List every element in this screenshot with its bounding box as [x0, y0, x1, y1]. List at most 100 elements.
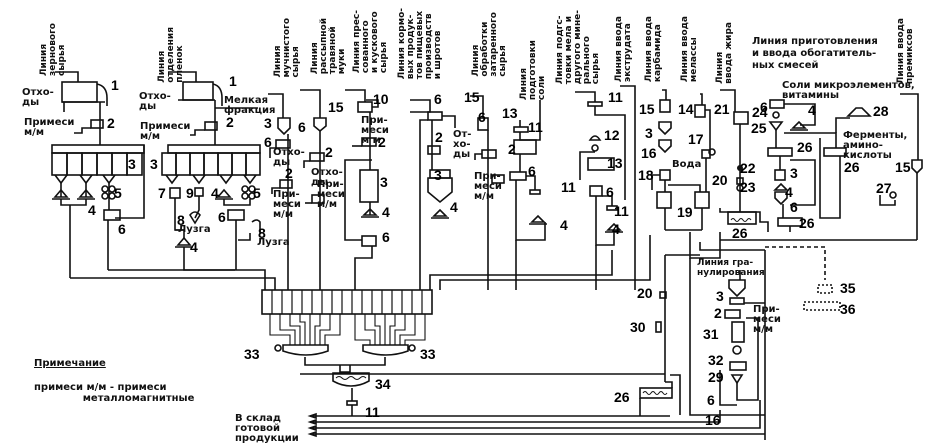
feeder-4f — [431, 208, 449, 219]
cooler-29 — [732, 345, 742, 355]
equip-num-2: 2 — [107, 115, 115, 131]
meter-20 — [736, 177, 744, 185]
label-husk-line: Линия отделения пленок — [157, 27, 185, 83]
dosing-bin-dividers — [271, 290, 423, 314]
equip-num-15b: 15 — [464, 89, 480, 105]
equip-num-6k: 6 — [790, 199, 798, 215]
bin-3i — [728, 279, 746, 298]
dosing-bins — [261, 289, 433, 315]
equip-num-11d: 11 — [614, 203, 629, 219]
press-32 — [731, 321, 745, 343]
equip-num-4f: 4 — [450, 199, 458, 215]
heater-26a — [727, 211, 757, 225]
magnet-2h — [729, 297, 745, 305]
optional-line — [765, 246, 826, 280]
mixer-6j — [769, 99, 785, 109]
equip-num-6b: 6 — [218, 209, 226, 225]
label-fat-line: Линия ввода жира — [715, 22, 734, 84]
equip-num-3c: 3 — [264, 115, 272, 131]
equip-num-6f: 6 — [434, 91, 442, 107]
tank-21 — [733, 111, 749, 125]
filter-30 — [655, 321, 662, 333]
equip-num-2h: 2 — [714, 305, 722, 321]
equip-num-17: 17 — [688, 131, 704, 147]
cyclone-3c — [277, 117, 291, 136]
equip-num-3g: 3 — [645, 125, 653, 141]
label-pressed-line: Линия прес- сованного и кускового сырья — [352, 10, 389, 74]
label-flour-line: Линия мучнистого сырья — [273, 18, 301, 78]
note-text: примеси м/м - примеси металломагнитные — [34, 382, 195, 404]
bins-3a — [51, 152, 143, 185]
bin-3h — [774, 169, 786, 181]
cyclone-15a — [313, 117, 327, 133]
heater-26b — [767, 147, 793, 157]
scale-11e — [346, 400, 358, 406]
annotation-impurities-packed: При- меси м/м — [474, 171, 502, 202]
tank-19b — [694, 191, 710, 209]
annotation-waste-grass: Отхо- ды — [311, 167, 343, 188]
dosing-feed-lines — [269, 314, 426, 345]
equip-num-23: 23 — [740, 179, 756, 195]
equip-num-4c: 4 — [190, 239, 198, 255]
equip-num-6i: 6 — [606, 184, 614, 200]
valve-22 — [737, 165, 743, 171]
dryer-13b — [587, 157, 615, 171]
funnel-25 — [768, 121, 784, 132]
equip-num-8b: 8 — [258, 225, 266, 241]
equip-num-11c: 11 — [608, 89, 623, 105]
equip-num-3: 3 — [128, 156, 136, 172]
label-salt-line: Линия подготовки соли — [519, 40, 547, 101]
impurities-out-a — [74, 127, 91, 134]
annotation-chaff-2: Лузга — [257, 237, 290, 248]
label-food-waste-line: Линия кормо- вых продук- тов пищевых про… — [397, 8, 443, 80]
equip-num-11e: 11 — [365, 404, 380, 420]
magnet-2g — [491, 174, 505, 184]
equip-num-2f: 2 — [435, 129, 443, 145]
equip-num-26c: 26 — [844, 159, 860, 175]
annotation-waste-husk: Отхо- ды — [139, 91, 171, 112]
feeder-4g — [529, 214, 547, 225]
equip-num-2b: 2 — [226, 114, 234, 130]
note-title: Примечание — [34, 358, 106, 369]
annotation-chaff-1: Лузга — [178, 224, 211, 235]
equip-num-13b: 13 — [607, 155, 623, 171]
equip-num-2d: 2 — [325, 144, 333, 160]
magnet-2e — [361, 137, 377, 147]
valve-24 — [772, 111, 780, 119]
equip-num-20b: 20 — [637, 285, 653, 301]
equip-num-3h: 3 — [790, 165, 798, 181]
meter-20b — [659, 291, 667, 299]
equip-num-7: 7 — [158, 185, 166, 201]
label-granulation-line: Линия гра- нулирования — [697, 258, 765, 278]
steamer-31 — [724, 309, 741, 319]
equip-num-2e: 2 — [378, 134, 386, 150]
equip-num-3i: 3 — [716, 288, 724, 304]
warehouse-output-lines — [307, 400, 765, 438]
annotation-waste-food: От- хо- ды — [453, 129, 472, 160]
screen-6h — [509, 171, 527, 181]
equip-num-1: 1 — [111, 77, 119, 93]
separator-1a-chute — [96, 83, 108, 106]
equip-num-32: 32 — [708, 352, 724, 368]
magnet-6a — [103, 209, 121, 221]
equip-num-20: 20 — [712, 172, 728, 188]
equip-num-1b: 1 — [229, 73, 237, 89]
valve-23 — [736, 184, 744, 192]
magnet-6e — [361, 235, 377, 247]
heater-18 — [659, 169, 671, 181]
equip-num-26b: 26 — [797, 139, 813, 155]
equip-num-26e: 26 — [614, 389, 630, 405]
screen-6d — [309, 152, 325, 162]
equip-num-6j: 6 — [760, 99, 768, 115]
equip-num-13: 13 — [502, 105, 518, 121]
annotation-impurities-grain: Примеси м/м — [24, 117, 75, 138]
separator-1b — [182, 81, 214, 101]
magnet-2c — [279, 179, 293, 189]
bin-3e — [359, 169, 379, 203]
annotation-impurities-flour: При- меси м/м — [273, 189, 301, 220]
annotation-fine-fraction: Мелкая фракция — [224, 95, 276, 116]
equip-num-6c: 6 — [264, 134, 272, 150]
equip-num-5b: 5 — [253, 185, 261, 201]
equip-num-8: 8 — [177, 212, 185, 228]
